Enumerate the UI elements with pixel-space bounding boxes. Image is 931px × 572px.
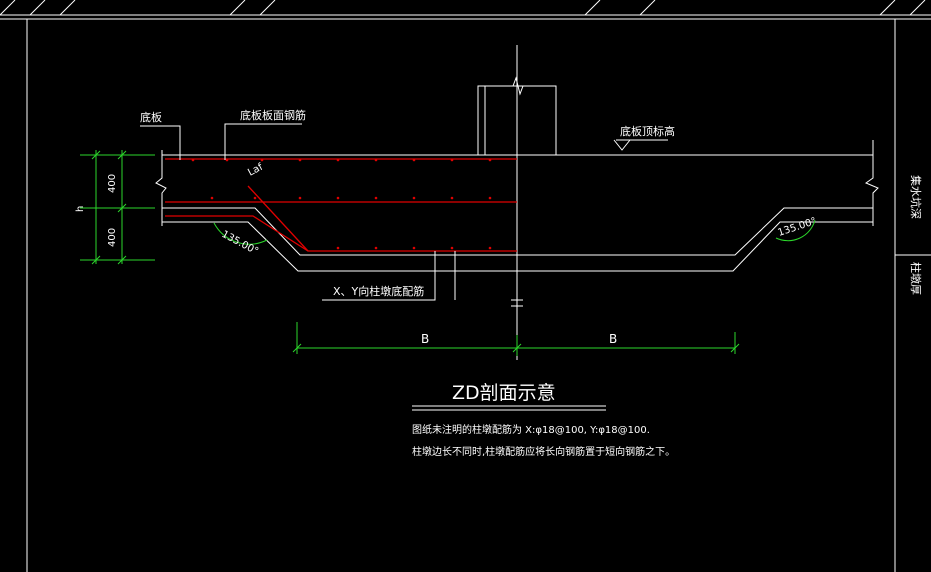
span-right-label: B [609, 332, 617, 346]
top-hatch [0, 0, 931, 16]
note-1: 图纸未注明的柱墩配筋为 X:φ18@100, Y:φ18@100. [412, 423, 650, 436]
note-2: 柱墩边长不同时,柱墩配筋应将长向钢筋置于短向钢筋之下。 [412, 445, 675, 458]
rebar-lines [165, 158, 517, 252]
title-block-col1: 集水坑深 [909, 175, 923, 219]
anchor-rebar [247, 185, 309, 252]
label-bottom-slab: 底板 [140, 110, 162, 124]
title-underline [412, 405, 606, 411]
drawing-frame [0, 18, 931, 572]
angle-left-value: 135.00° [220, 229, 260, 257]
dim-top-value: 400 [107, 174, 118, 193]
label-column-bottom-rebar: X、Y向柱墩底配筋 [333, 284, 424, 298]
label-height-symbol: h [75, 206, 86, 212]
span-left-label: B [421, 332, 429, 346]
leaders [140, 123, 668, 301]
label-slab-top-rebar: 底板板面钢筋 [240, 108, 306, 122]
angle-right-value: 135.00° [777, 216, 818, 239]
rebar-dots [191, 158, 492, 250]
label-anchor-length: Laf [246, 162, 265, 179]
dim-bottom-value: 400 [107, 228, 118, 247]
title-block-col2: 柱墩厚 [909, 262, 923, 295]
dimension-lines [80, 150, 816, 356]
label-slab-top-elev: 底板顶标高 [620, 124, 675, 138]
pit-bottom-rebar [165, 215, 517, 252]
drawing-title: ZD剖面示意 [452, 382, 556, 404]
